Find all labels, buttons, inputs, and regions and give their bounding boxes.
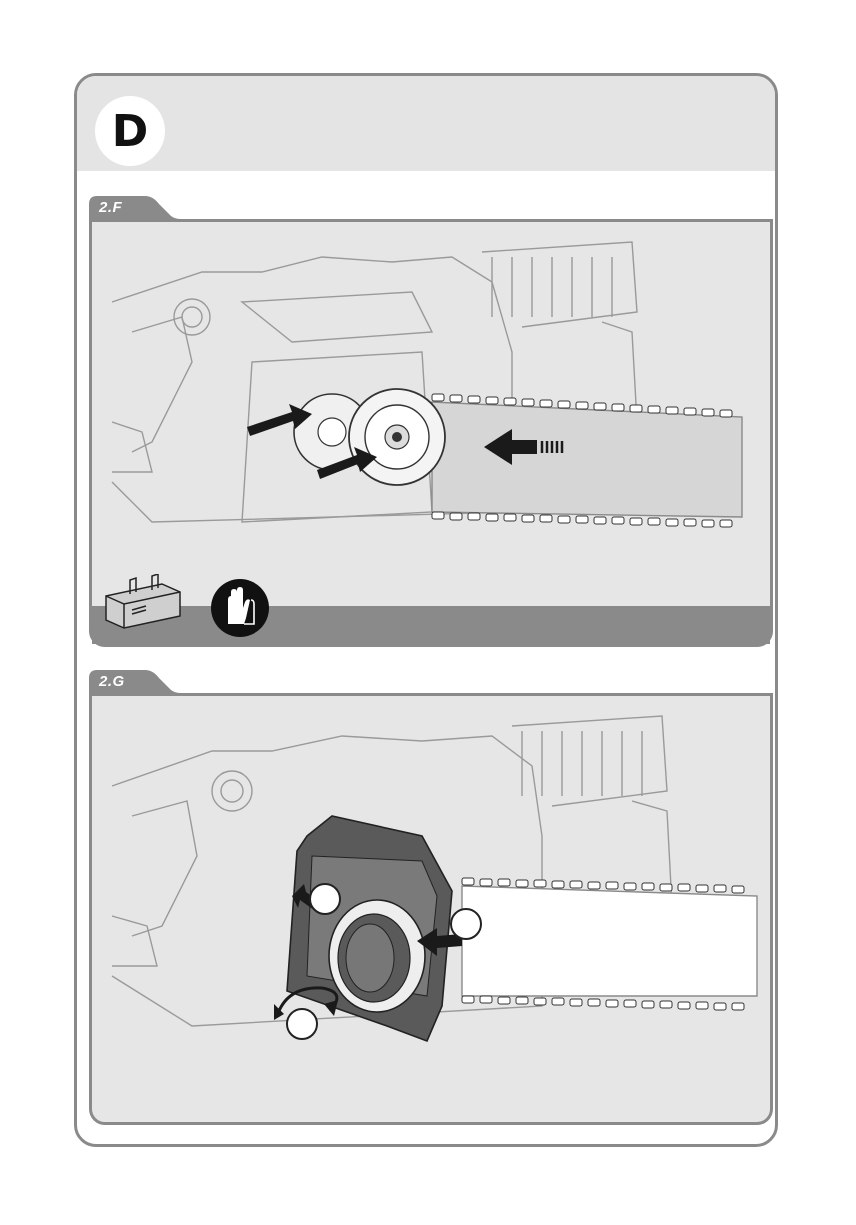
protective-gloves-icon: [210, 578, 270, 638]
chainsaw-cover-illustration: [92, 696, 770, 1122]
chainsaw-sprocket-illustration: [92, 222, 770, 612]
panel-2g: [89, 693, 773, 1125]
header-band: D: [77, 76, 775, 171]
safety-icon-bar: [92, 606, 770, 644]
section-label: 2.G: [99, 673, 125, 690]
callout-marker: [286, 1008, 318, 1040]
section-tab-2f: 2.F: [89, 196, 773, 220]
panel-2f: [89, 219, 773, 647]
section-letter: D: [95, 96, 165, 166]
spanner-workbench-icon: [102, 574, 184, 630]
section-tab-2g: 2.G: [89, 670, 773, 694]
section-label: 2.F: [99, 199, 122, 216]
callout-marker: [450, 908, 482, 940]
callout-marker: [309, 883, 341, 915]
instruction-sheet: D 2.F: [74, 73, 778, 1147]
